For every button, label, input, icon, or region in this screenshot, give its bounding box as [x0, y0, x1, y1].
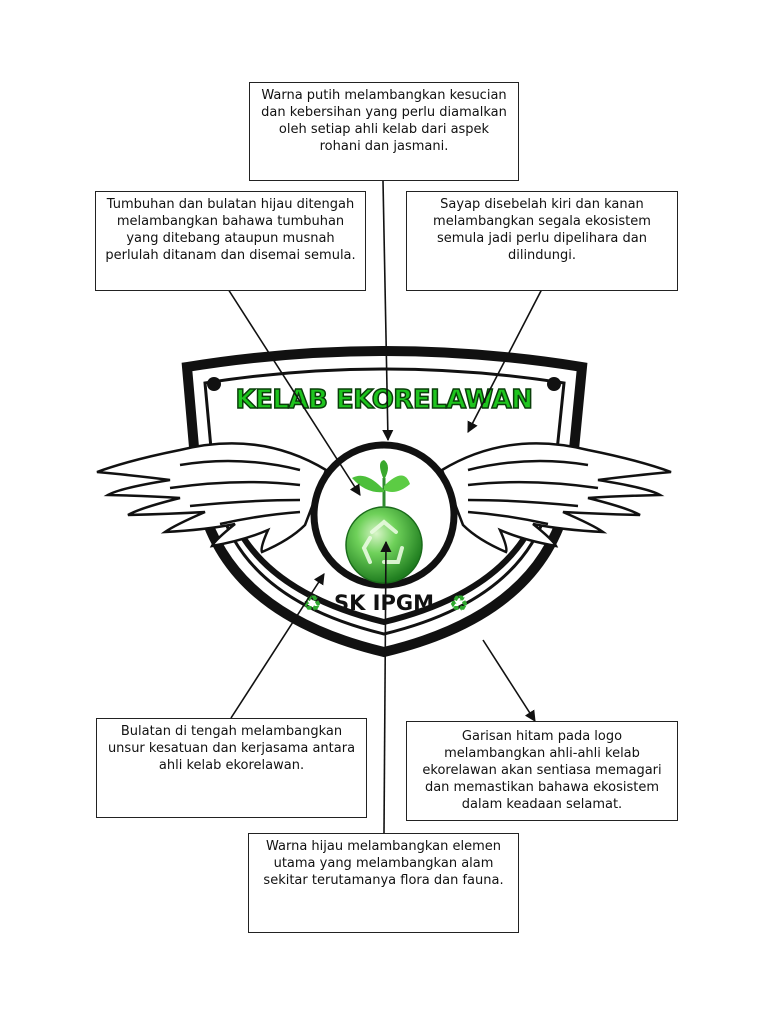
subtitle-group: ♻ SK IPGM ♻ — [302, 591, 469, 617]
right-wing — [440, 442, 672, 554]
recycle-symbol-left: ♻ — [302, 592, 322, 617]
annotation-bottom-left-text: Bulatan di tengah melambangkan unsur kes… — [107, 724, 356, 773]
annotation-bottom: Warna hijau melambangkan elemen utama ya… — [248, 833, 519, 933]
logo-subtitle: SK IPGM — [334, 591, 434, 615]
annotation-top-left-text: Tumbuhan dan bulatan hijau ditengah mela… — [105, 197, 356, 263]
annotation-bottom-text: Warna hijau melambangkan elemen utama ya… — [263, 839, 504, 888]
annotation-bottom-right-text: Garisan hitam pada logo melambangkan ahl… — [422, 729, 662, 812]
annotation-top-right: Sayap disebelah kiri dan kanan melambang… — [406, 191, 678, 291]
globe-icon — [345, 506, 423, 584]
annotation-top-text: Warna putih melambangkan kesucian dan ke… — [261, 88, 507, 154]
sprout-icon — [352, 460, 410, 508]
arrow-top — [382, 180, 394, 442]
arrow-top-right — [467, 286, 544, 433]
arrow-top-left — [227, 288, 361, 496]
left-wing — [96, 442, 328, 554]
arrow-bottom — [380, 540, 392, 834]
logo-title: KELAB EKORELAWAN — [235, 385, 532, 415]
arrow-bottom-left — [230, 573, 325, 719]
shield-dot-right — [547, 377, 561, 391]
annotation-bottom-left: Bulatan di tengah melambangkan unsur kes… — [96, 718, 367, 818]
shield-dot-left — [207, 377, 221, 391]
arrow-bottom-right — [482, 639, 536, 722]
pointer-arrows — [227, 180, 544, 834]
recycle-symbol-right: ♻ — [449, 592, 469, 617]
recycle-icon — [361, 519, 404, 564]
annotation-top-right-text: Sayap disebelah kiri dan kanan melambang… — [433, 197, 651, 263]
annotation-top-left: Tumbuhan dan bulatan hijau ditengah mela… — [95, 191, 366, 291]
annotation-top: Warna putih melambangkan kesucian dan ke… — [249, 82, 519, 181]
annotation-bottom-right: Garisan hitam pada logo melambangkan ahl… — [406, 721, 678, 821]
